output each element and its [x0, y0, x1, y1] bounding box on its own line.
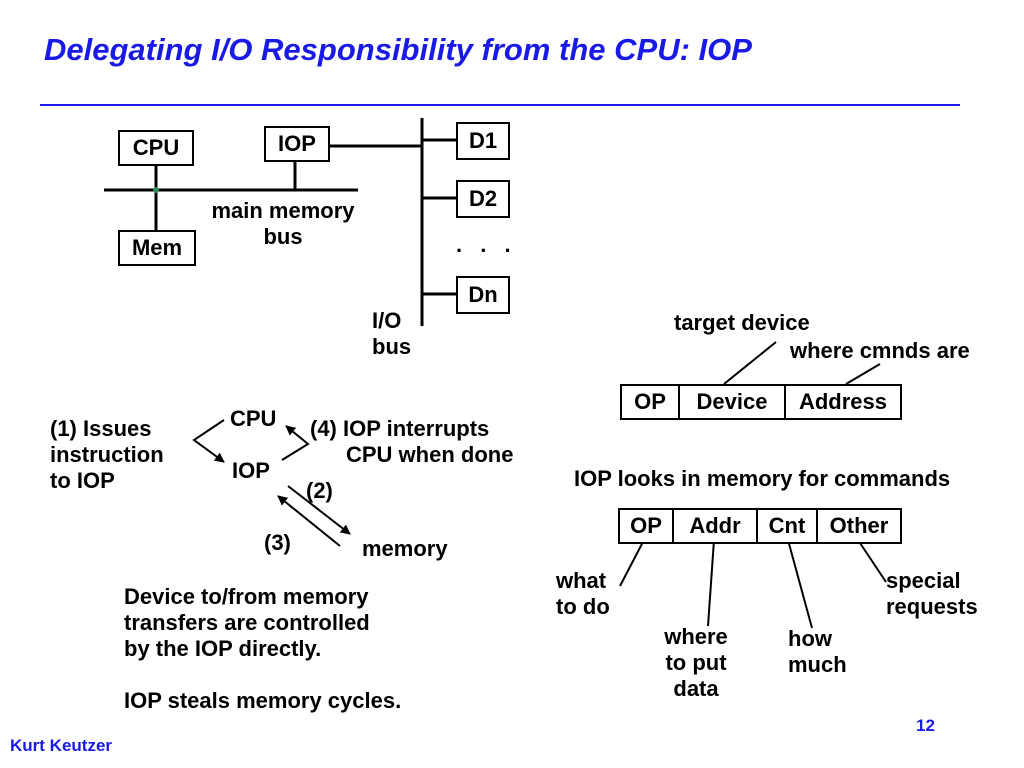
what-to-do-pointer	[619, 539, 645, 587]
note-line1: Device to/from memory	[124, 584, 369, 609]
where-cmnds-pointer	[845, 363, 881, 385]
note-steals: IOP steals memory cycles.	[124, 688, 402, 713]
where-cmnds-label: where cmnds are	[790, 338, 970, 363]
target-device-pointer	[723, 341, 777, 385]
main-bus-label-2: bus	[263, 224, 303, 249]
io-bus-label-2: bus	[372, 334, 412, 359]
cmd-field-cnt: Cnt	[756, 510, 816, 542]
slide-title: Delegating I/O Responsibility from the C…	[44, 32, 752, 67]
cpu-box: CPU	[118, 130, 194, 166]
device-dn-box: Dn	[456, 276, 510, 314]
where-to-put-pointer	[707, 539, 715, 627]
field-op: OP	[634, 389, 666, 414]
note-line2: transfers are controlled	[124, 610, 370, 635]
where-to-put-line3: data	[673, 676, 719, 701]
special-line1: special	[886, 568, 961, 593]
step1-line2: instruction	[50, 442, 164, 467]
step3-label: (3)	[264, 530, 291, 555]
command-heading: IOP looks in memory for commands	[574, 466, 951, 491]
what-to-do-line2: to do	[556, 594, 610, 619]
field-address: Address	[784, 386, 900, 418]
cmd-field-other: Other	[816, 510, 900, 542]
special-pointer	[857, 539, 887, 583]
how-much-pointer	[787, 539, 813, 629]
note-line3: by the IOP directly.	[124, 636, 322, 661]
what-to-do-line1: what	[556, 568, 607, 593]
device-d2-box: D2	[456, 180, 510, 218]
devices-ellipsis: . . .	[456, 232, 517, 257]
flow-cpu-label: CPU	[230, 406, 277, 431]
instruction-format-row: OP Device Address	[620, 384, 902, 420]
where-to-put-line2: to put	[665, 650, 727, 675]
step1-line3: to IOP	[50, 468, 115, 493]
where-to-put-line1: where	[664, 624, 728, 649]
field-device: Device	[678, 386, 784, 418]
how-much-line1: how	[788, 626, 832, 651]
step2-label: (2)	[306, 478, 333, 503]
flow-memory-label: memory	[362, 536, 448, 561]
step4-line2: CPU when done	[346, 442, 514, 467]
device-d1-box: D1	[456, 122, 510, 160]
io-bus-label-1: I/O	[372, 308, 402, 333]
page-number: 12	[916, 716, 935, 735]
bus-junction-dot	[153, 187, 159, 193]
command-format-row: OP Addr Cnt Other	[618, 508, 902, 544]
arrow-cpu-to-iop	[192, 419, 225, 463]
step4-line1: (4) IOP interrupts	[310, 416, 490, 441]
author-footer: Kurt Keutzer	[10, 736, 113, 755]
arrow-iop-to-cpu	[281, 425, 310, 461]
cmd-field-addr: Addr	[672, 510, 756, 542]
main-bus-label-1: main memory	[211, 198, 355, 223]
special-line2: requests	[886, 594, 978, 619]
title-rule	[40, 104, 960, 106]
target-device-label: target device	[674, 310, 810, 335]
iop-box: IOP	[264, 126, 330, 162]
cmd-field-op: OP	[630, 513, 662, 538]
how-much-line2: much	[788, 652, 847, 677]
flow-iop-label: IOP	[232, 458, 270, 483]
arrow-2	[287, 485, 351, 535]
mem-box: Mem	[118, 230, 196, 266]
arrow-3	[277, 495, 341, 547]
step1-line1: (1) Issues	[50, 416, 152, 441]
